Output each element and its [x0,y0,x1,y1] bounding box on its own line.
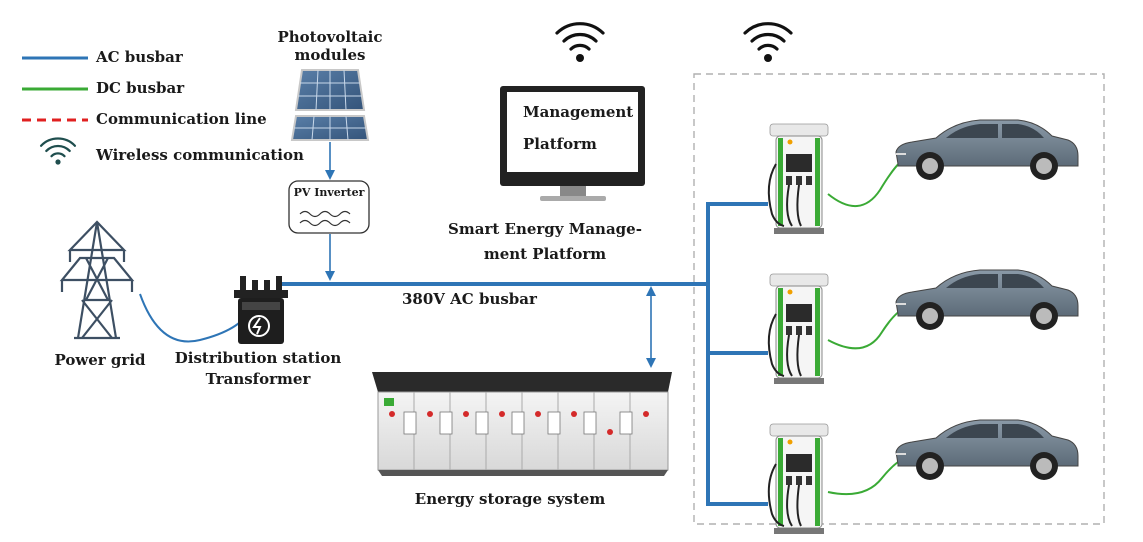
transformer-label-2: Transformer [205,370,311,388]
photovoltaic-label-2: modules [294,46,366,64]
management-label-1: Management [523,103,634,121]
power-tower-icon [59,220,135,340]
smart-platform-label-1: Smart Energy Manage- [448,220,642,238]
car-icon [895,269,1079,331]
transformer-icon [234,276,288,344]
pv-inverter-label: PV Inverter [293,186,365,199]
legend-ac-label: AC busbar [96,48,183,66]
legend-comm-label: Communication line [96,110,267,128]
pv-inverter-box [288,180,370,234]
smart-platform-label-2: ment Platform [483,245,607,263]
dc-cable-1 [827,157,906,208]
photovoltaic-label-1: Photovoltaic [277,28,383,46]
management-label-2: Platform [523,135,597,153]
legend-dc-label: DC busbar [96,79,185,97]
ac-busbar-label: 380V AC busbar [402,290,537,308]
legend-wifi-icon [39,137,77,165]
car-icon [895,419,1079,481]
energy-storage-label: Energy storage system [414,490,606,508]
transformer-label-1: Distribution station [174,349,342,367]
ev-charger-icon [767,273,829,385]
wifi-icon-stations [743,22,793,62]
dc-cable-2 [827,307,906,350]
charging-station-area [693,73,1105,525]
dc-cable-3 [827,457,906,496]
wifi-icon-platform [555,22,605,62]
ev-charger-icon [767,423,829,535]
legend-wireless-label: Wireless communication [96,146,304,164]
power-grid-label: Power grid [54,351,146,369]
car-icon [895,119,1079,181]
monitor-icon [500,86,645,201]
grid-ac-line [139,293,251,343]
battery-cabinet-icon [372,372,672,476]
solar-panel-icon [290,69,370,141]
ev-charger-icon [767,123,829,235]
